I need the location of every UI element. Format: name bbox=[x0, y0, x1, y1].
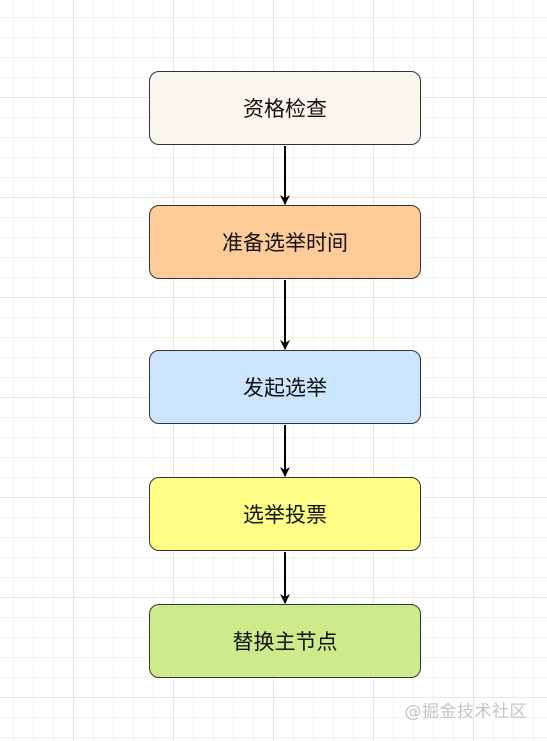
juejin-watermark: @掘金技术社区 bbox=[404, 702, 527, 722]
step-eligibility-check: 资格检查 bbox=[149, 71, 421, 145]
step-election-vote-label: 选举投票 bbox=[243, 503, 327, 527]
step-election-vote: 选举投票 bbox=[149, 477, 421, 551]
step-initiate-election-label: 发起选举 bbox=[243, 376, 327, 400]
step-eligibility-check-label: 资格检查 bbox=[243, 97, 327, 121]
step-prepare-election-time-label: 准备选举时间 bbox=[222, 231, 348, 255]
step-initiate-election: 发起选举 bbox=[149, 350, 421, 424]
step-prepare-election-time: 准备选举时间 bbox=[149, 205, 421, 279]
step-replace-master-node: 替换主节点 bbox=[149, 604, 421, 678]
step-replace-master-node-label: 替换主节点 bbox=[232, 630, 338, 654]
